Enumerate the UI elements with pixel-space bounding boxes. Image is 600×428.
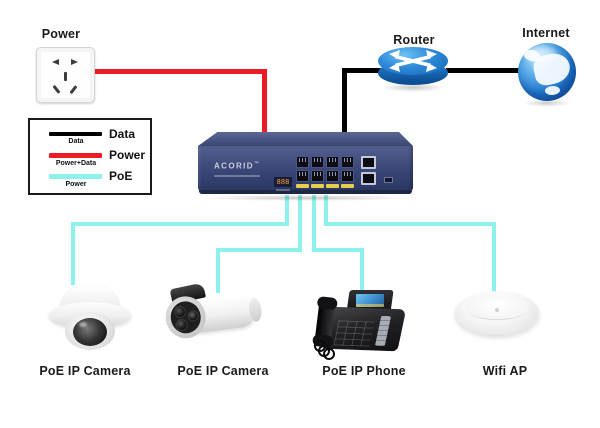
- internet-label: Internet: [522, 26, 570, 40]
- internet-globe-icon: [517, 43, 577, 109]
- switch-front-face: [198, 146, 413, 190]
- port-label-strip: [341, 184, 354, 188]
- poe-cable-4-horizontal: [324, 222, 496, 226]
- rj45-port-icon: [341, 156, 354, 168]
- power-cable-vertical: [262, 69, 267, 141]
- rj45-port-icon: [341, 170, 354, 182]
- legend-power-line-icon: [49, 153, 102, 158]
- legend-power-sublabel: Power+Data: [55, 160, 97, 167]
- ip-phone-icon: [312, 288, 408, 360]
- poe-cable-3-stub: [312, 195, 316, 252]
- outlet-slot-right-icon: [71, 59, 78, 65]
- poe-switch-icon: acorid™ 888: [198, 132, 413, 202]
- outlet-slot-neutral-icon: [69, 85, 78, 94]
- poe-cable-3-horizontal: [312, 248, 364, 252]
- phone-keypad: [333, 320, 375, 347]
- switch-model-text: [214, 175, 260, 177]
- port-label-strip: [296, 184, 309, 188]
- phone-screen: [356, 294, 384, 307]
- poe-cable-2-drop: [216, 248, 220, 293]
- dome-camera-icon: [46, 280, 134, 354]
- outlet-slot-live-icon: [52, 85, 61, 94]
- globe-landmass: [544, 85, 561, 96]
- legend-data-sublabel: Data: [68, 138, 84, 145]
- uplink-port-icon: [361, 172, 376, 185]
- legend: Data Data Power+Data Power Power PoE: [28, 118, 152, 195]
- rj45-port-icon: [326, 170, 339, 182]
- switch-led-caption: [276, 189, 290, 191]
- switch-led-display: 888: [274, 177, 292, 187]
- rj45-port-icon: [311, 170, 324, 182]
- data-cable-router-internet: [446, 68, 520, 73]
- bullet-camera-icon: [158, 282, 268, 359]
- rj45-port-icon: [296, 170, 309, 182]
- power-label: Power: [41, 27, 81, 41]
- dome-camera-lens: [73, 318, 107, 346]
- rj45-port-icon: [311, 156, 324, 168]
- wifi-ap-led: [495, 308, 499, 312]
- outlet-slot-ground-icon: [64, 72, 67, 81]
- port-label-strip: [311, 184, 324, 188]
- device-label-dome-camera: PoE IP Camera: [39, 364, 131, 378]
- router-shadow: [381, 83, 445, 92]
- poe-cable-4-stub: [324, 195, 328, 226]
- phone-cord: [323, 348, 335, 360]
- uplink-port-icon: [361, 156, 376, 169]
- bullet-camera-body-group: [154, 277, 272, 360]
- router-label: Router: [393, 33, 435, 47]
- device-label-wifi-ap: Wifi AP: [482, 364, 528, 378]
- rj45-port-icon: [296, 156, 309, 168]
- power-cable-horizontal: [90, 69, 266, 74]
- switch-shadow: [202, 195, 409, 201]
- legend-poe-line-icon: [49, 174, 102, 179]
- poe-cable-1-drop: [71, 222, 75, 285]
- outlet-slot-left-icon: [52, 59, 59, 65]
- device-label-ip-phone: PoE IP Phone: [322, 364, 406, 378]
- rj45-port-icon: [326, 156, 339, 168]
- sfp-slot-icon: [384, 177, 393, 183]
- globe-sphere: [518, 43, 576, 101]
- switch-base: [199, 190, 412, 194]
- poe-cable-2-horizontal: [216, 248, 302, 252]
- router-arrows-icon: [389, 50, 437, 72]
- globe-shadow: [523, 99, 571, 107]
- device-label-bullet-camera: PoE IP Camera: [177, 364, 269, 378]
- poe-cable-1-stub: [285, 195, 289, 226]
- legend-power-label: Power: [109, 148, 146, 162]
- legend-poe-sublabel: Power: [65, 181, 87, 188]
- phone-handset: [314, 298, 336, 346]
- wifi-ap-icon: [455, 287, 539, 339]
- poe-cable-2-stub: [298, 195, 302, 252]
- poe-cable-3-drop: [360, 248, 364, 293]
- switch-top-face: [198, 132, 413, 146]
- data-cable-router-down: [342, 68, 347, 141]
- data-cable-router-left: [344, 68, 382, 73]
- globe-gloss: [526, 46, 556, 62]
- wifi-ap-seam: [470, 304, 524, 320]
- legend-data-label: Data: [109, 127, 136, 141]
- switch-brand-label: acorid™: [214, 161, 259, 171]
- router-icon: [377, 47, 449, 93]
- poe-cable-4-drop: [492, 222, 496, 292]
- legend-data-line-icon: [49, 132, 102, 136]
- dome-camera-highlight: [79, 322, 87, 327]
- poe-cable-1-horizontal: [71, 222, 289, 226]
- port-label-strip: [326, 184, 339, 188]
- legend-poe-label: PoE: [109, 169, 133, 183]
- power-outlet-icon: [36, 47, 95, 103]
